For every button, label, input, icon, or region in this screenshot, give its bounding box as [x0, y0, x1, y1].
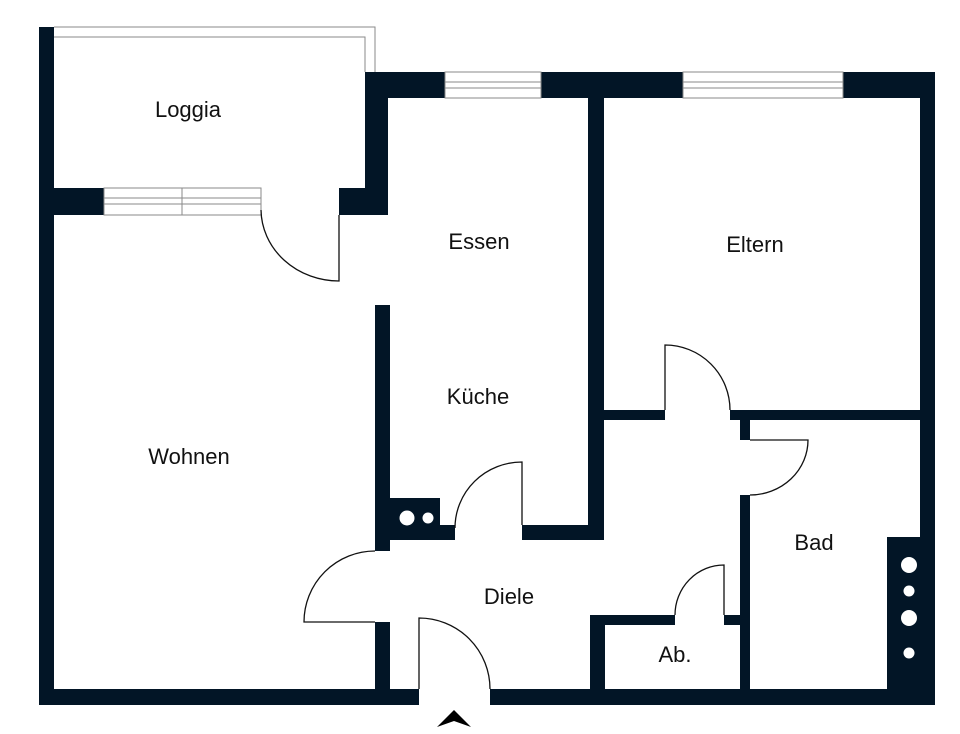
window-eltern	[682, 71, 844, 99]
wall-ab-left	[590, 615, 605, 689]
outer-wall-top-3	[843, 72, 935, 98]
door-kueche[interactable]	[454, 461, 523, 529]
wall-essen-eltern	[588, 98, 604, 540]
wall-kueche-left	[375, 305, 390, 551]
wall-eltern-bottom-left	[604, 410, 665, 420]
wall-eltern-bottom-right	[730, 410, 920, 420]
outer-wall-bottom-left	[39, 689, 419, 705]
room-label-diele: Diele	[484, 584, 534, 609]
wall-loggia-left	[54, 188, 104, 215]
outer-wall-right	[920, 72, 935, 705]
shaft-pipe-icon	[901, 557, 917, 573]
room-label-wohnen: Wohnen	[148, 444, 230, 469]
wall-kueche-bottom-left	[440, 525, 455, 540]
room-label-ab: Ab.	[658, 642, 691, 667]
door-ab[interactable]	[674, 564, 725, 616]
outer-wall-top-2	[541, 72, 683, 98]
chimney-flue-icon	[422, 512, 434, 524]
door-bad[interactable]	[749, 439, 809, 496]
wall-kueche-bottom	[522, 525, 604, 540]
shaft-pipe-icon	[901, 610, 917, 626]
wall-bad-left	[740, 495, 750, 689]
shaft-pipe-icon	[903, 647, 915, 659]
room-label-essen: Essen	[448, 229, 509, 254]
entrance-arrow-icon	[437, 710, 471, 727]
chimney-flue-icon	[399, 510, 415, 526]
wall-bad-left-top	[740, 420, 750, 440]
room-label-bad: Bad	[794, 530, 833, 555]
door-entrance[interactable]	[418, 617, 491, 690]
shaft-pipe-icon	[903, 585, 915, 597]
outer-wall-bottom-right	[490, 689, 935, 705]
loggia-railing	[54, 26, 376, 72]
door-eltern[interactable]	[664, 344, 731, 411]
door-wohnen[interactable]	[303, 550, 376, 623]
wall-wohnen-diele	[375, 622, 390, 689]
room-label-loggia: Loggia	[155, 97, 222, 122]
door-loggia[interactable]	[260, 209, 340, 282]
wall-essen-left	[365, 72, 388, 215]
window-wohnen	[103, 187, 262, 216]
room-label-kueche: Küche	[447, 384, 509, 409]
wall-ab-top-right	[724, 615, 740, 625]
room-label-eltern: Eltern	[726, 232, 783, 257]
outer-wall-left	[39, 27, 54, 705]
wall-ab-top-left	[590, 615, 675, 625]
window-essen	[444, 71, 542, 99]
